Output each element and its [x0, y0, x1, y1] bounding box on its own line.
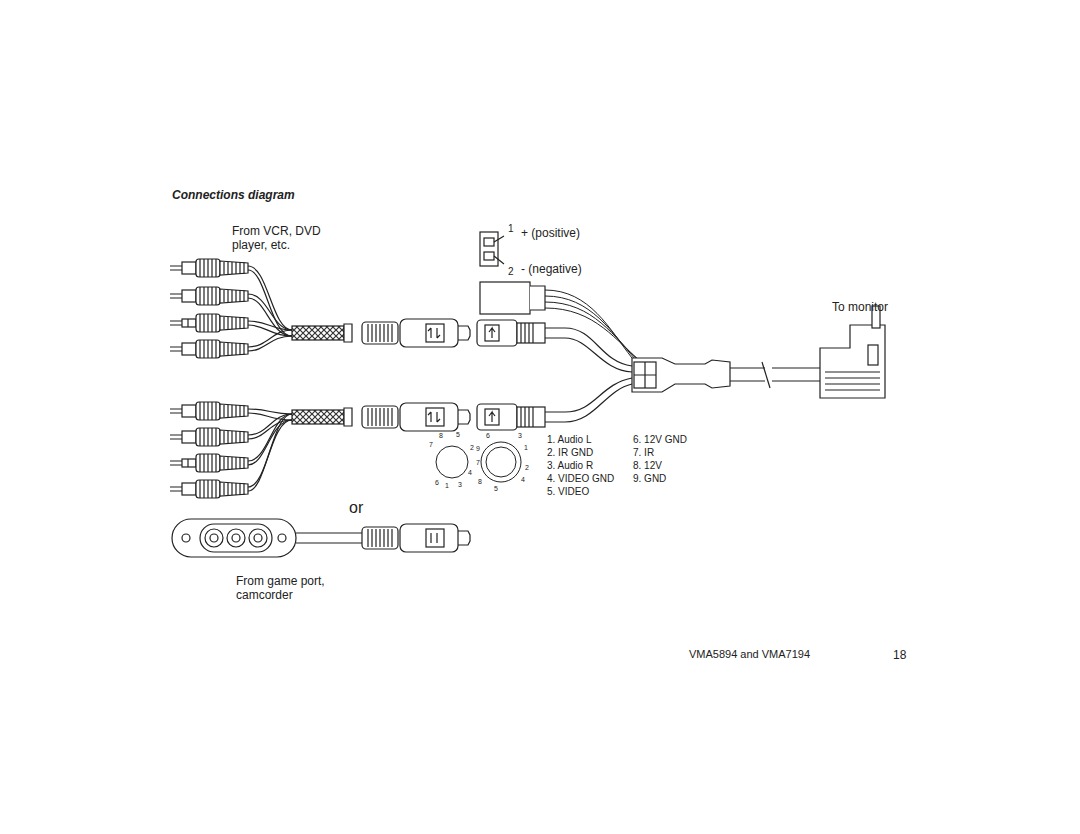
din-connectors — [436, 442, 521, 482]
pin-assignment: 2. IR GND — [547, 447, 593, 459]
pin-assignment: 6. 12V GND — [633, 434, 687, 446]
audio-video-wire — [248, 414, 292, 465]
terminal-number: 1 — [508, 223, 514, 235]
s-video-socket — [477, 404, 545, 430]
pin-assignment: 7. IR — [633, 447, 654, 459]
pin-assignment: 3. Audio R — [547, 460, 593, 472]
pin-number: 3 — [518, 432, 522, 440]
model-number: VMA5894 and VMA7194 — [689, 648, 810, 661]
pin-number: 4 — [521, 476, 525, 484]
pin-number: 5 — [494, 485, 498, 493]
pin-number: 6 — [435, 479, 439, 487]
destination-note: To monitor — [832, 300, 888, 314]
pin-number: 7 — [476, 459, 480, 467]
pin-number: 5 — [456, 431, 460, 439]
rca-plug — [170, 259, 248, 277]
pin-assignment: 5. VIDEO — [547, 486, 589, 498]
pin-number: 4 — [468, 469, 472, 477]
pin-number: 7 — [429, 441, 433, 449]
rca-plug — [170, 340, 248, 358]
rca-plug — [170, 314, 248, 332]
pin-assignment: 1. Audio L — [547, 434, 591, 446]
audio-video-wire — [248, 414, 292, 491]
polarity-label: + (positive) — [521, 226, 580, 240]
video-cables — [545, 328, 632, 422]
audio-video-wire — [248, 266, 292, 336]
pin-assignment: 4. VIDEO GND — [547, 473, 614, 485]
s-video-socket — [477, 320, 545, 346]
rca-plug — [170, 454, 248, 472]
pin-number: 1 — [524, 444, 528, 452]
diagram-title: Connections diagram — [172, 188, 295, 202]
polarity-label: - (negative) — [521, 262, 582, 276]
pin-number: 2 — [525, 464, 529, 472]
pin-number: 1 — [445, 482, 449, 490]
pin-number: 8 — [439, 432, 443, 440]
alternative-note: or — [349, 498, 363, 517]
audio-video-wire — [248, 294, 292, 336]
audio-video-wire — [248, 330, 292, 351]
pin-number: 8 — [478, 478, 482, 486]
rca-plug — [170, 402, 248, 420]
rca-plug — [170, 287, 248, 305]
s-video-plug — [362, 403, 470, 431]
pin-assignment: 8. 12V — [633, 460, 662, 472]
pin-number: 6 — [486, 432, 490, 440]
pin-number: 9 — [476, 445, 480, 453]
pin-number: 2 — [470, 444, 474, 452]
rca-plug — [170, 480, 248, 498]
source-note: From VCR, DVD player, etc. — [232, 224, 322, 252]
audio-video-wire — [248, 321, 292, 336]
pin-assignment: 9. GND — [633, 473, 666, 485]
rca-plug — [170, 428, 248, 446]
page-number: 18 — [893, 648, 906, 662]
source-note: From game port, camcorder — [236, 574, 336, 602]
braided-sleeve — [292, 408, 352, 426]
game-port — [172, 519, 362, 557]
terminal-number: 2 — [508, 266, 514, 278]
s-video-plug — [362, 319, 470, 347]
pin-number: 3 — [458, 481, 462, 489]
junction-and-monitor-plug — [632, 306, 885, 398]
braided-sleeve — [292, 324, 352, 342]
s-video-plug — [362, 524, 470, 552]
